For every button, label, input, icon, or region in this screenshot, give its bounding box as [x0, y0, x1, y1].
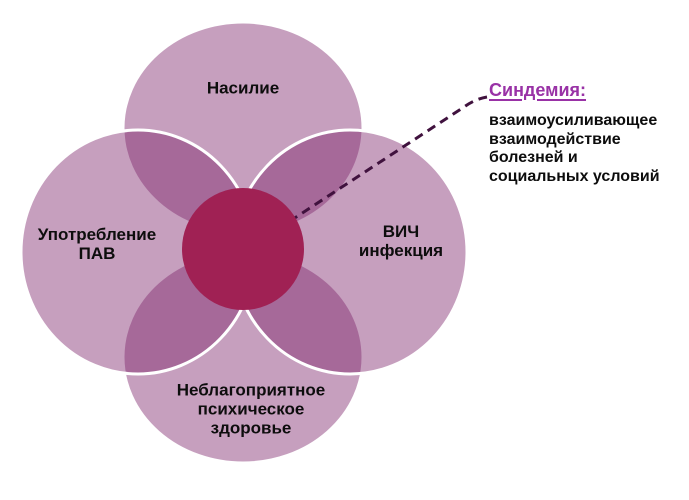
- callout-dashed-line: [251, 95, 488, 248]
- callout-description: взаимоусиливающее взаимодействие болезне…: [489, 112, 660, 185]
- center-syndemic-circle: [182, 188, 304, 310]
- callout-title: Синдемия:: [489, 80, 587, 100]
- callout-block: Синдемия: взаимоусиливающее взаимодейств…: [489, 79, 685, 186]
